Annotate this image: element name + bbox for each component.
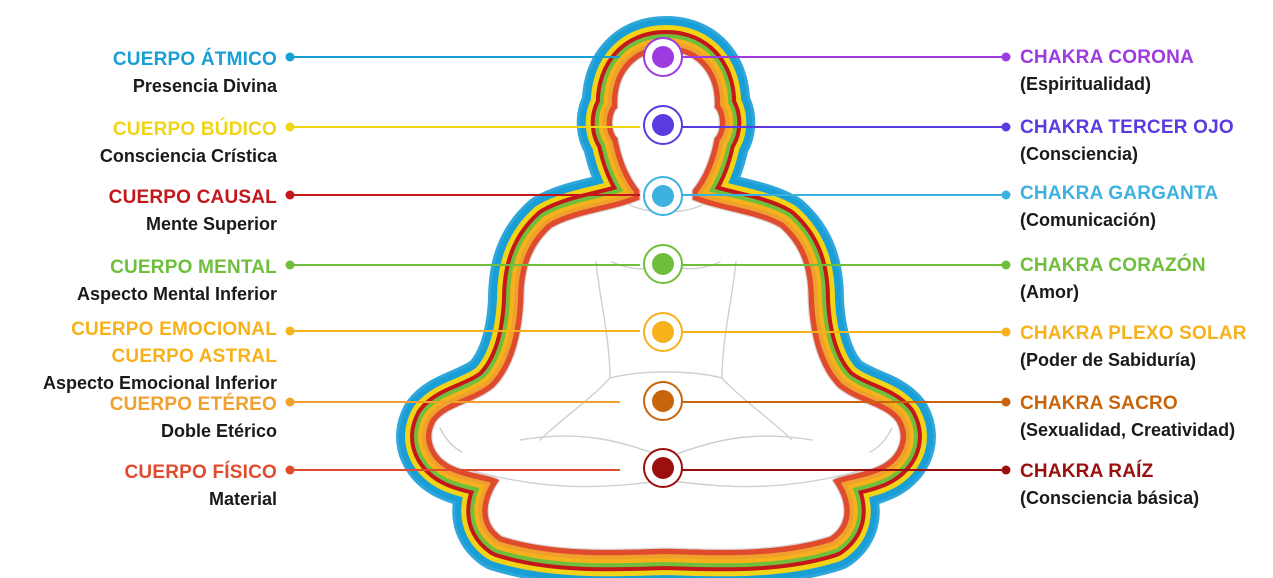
chakra-dot-1 xyxy=(652,114,674,136)
body-connector-dot-0 xyxy=(286,53,295,62)
chakra-connector-dot-4 xyxy=(1002,328,1011,337)
chakra-dot-2 xyxy=(652,185,674,207)
chakra-dot-3 xyxy=(652,253,674,275)
label-cuerpo-mental: CUERPO MENTAL Aspecto Mental Inferior xyxy=(77,254,277,308)
label-cuerpo-atmico: CUERPO ÁTMICO Presencia Divina xyxy=(113,46,277,100)
chakra-dot-4 xyxy=(652,321,674,343)
label-chakra-raiz: CHAKRA RAÍZ (Consciencia básica) xyxy=(1020,458,1199,512)
chakra-dot-5 xyxy=(652,390,674,412)
chakra-dot-6 xyxy=(652,457,674,479)
label-chakra-corona: CHAKRA CORONA (Espiritualidad) xyxy=(1020,44,1194,98)
label-cuerpo-causal: CUERPO CAUSAL Mente Superior xyxy=(109,184,277,238)
body-connector-dot-2 xyxy=(286,191,295,200)
label-cuerpo-fisico: CUERPO FÍSICO Material xyxy=(124,459,277,513)
chakra-connector-dot-6 xyxy=(1002,466,1011,475)
body-connector-dot-3 xyxy=(286,261,295,270)
chakra-connector-dot-3 xyxy=(1002,261,1011,270)
chakra-connector-dot-1 xyxy=(1002,123,1011,132)
label-cuerpo-budico: CUERPO BÚDICO Consciencia Crística xyxy=(100,116,277,170)
chakra-connector-dot-0 xyxy=(1002,53,1011,62)
label-cuerpo-etereo: CUERPO ETÉREO Doble Etérico xyxy=(110,391,277,445)
body-connector-dot-1 xyxy=(286,123,295,132)
label-chakra-tercer-ojo: CHAKRA TERCER OJO (Consciencia) xyxy=(1020,114,1234,168)
label-chakra-garganta: CHAKRA GARGANTA (Comunicación) xyxy=(1020,180,1218,234)
chakra-dot-0 xyxy=(652,46,674,68)
chakra-connector-dot-5 xyxy=(1002,398,1011,407)
label-chakra-corazon: CHAKRA CORAZÓN (Amor) xyxy=(1020,252,1206,306)
label-chakra-plexo-solar: CHAKRA PLEXO SOLAR (Poder de Sabiduría) xyxy=(1020,320,1247,374)
label-cuerpo-emocional: CUERPO EMOCIONAL CUERPO ASTRAL Aspecto E… xyxy=(43,316,277,397)
body-connector-dot-4 xyxy=(286,327,295,336)
chakra-connector-dot-2 xyxy=(1002,191,1011,200)
body-connector-dot-6 xyxy=(286,466,295,475)
label-chakra-sacro: CHAKRA SACRO (Sexualidad, Creatividad) xyxy=(1020,390,1235,444)
body-connector-dot-5 xyxy=(286,398,295,407)
